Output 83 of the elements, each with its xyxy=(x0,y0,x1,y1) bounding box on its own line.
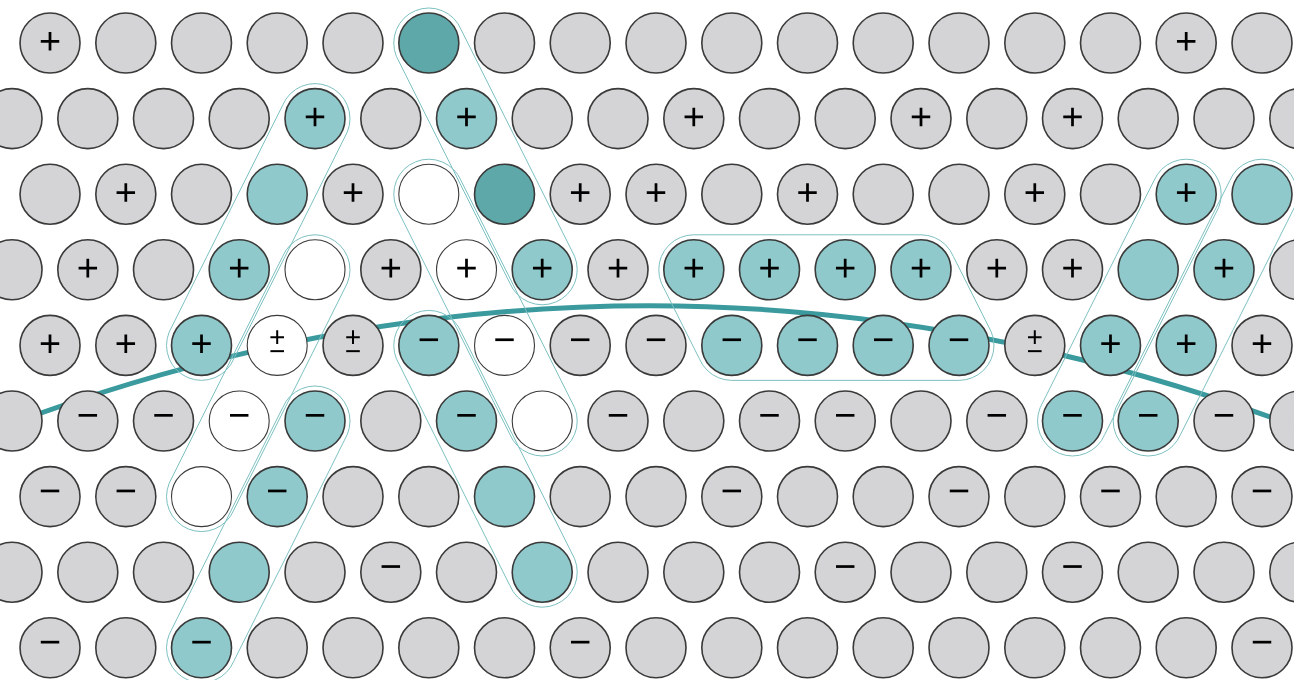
charge-circle xyxy=(1117,239,1179,301)
charge-circle xyxy=(852,12,914,74)
charge-circle xyxy=(473,617,536,679)
charge-circle xyxy=(208,87,270,150)
charge-circle xyxy=(738,87,801,150)
charge-circle xyxy=(398,465,460,528)
charge-circle xyxy=(398,12,460,74)
charge-circle xyxy=(246,617,308,679)
charge-circle xyxy=(1079,617,1142,679)
charge-circle xyxy=(170,12,233,74)
charge-circle xyxy=(852,465,914,528)
charge-circle xyxy=(57,541,119,603)
charge-circle xyxy=(1269,390,1294,452)
charge-circle xyxy=(928,617,990,679)
charge-circle xyxy=(1193,87,1255,150)
charge-circle xyxy=(1117,541,1179,603)
charge-circle xyxy=(360,390,422,452)
charge-circle xyxy=(587,87,649,150)
charge-circle xyxy=(776,617,839,679)
charge-circle xyxy=(701,12,763,74)
charge-circle xyxy=(890,541,952,603)
charge-circle xyxy=(928,163,990,225)
charge-circle xyxy=(776,465,839,528)
charge-circle xyxy=(473,12,536,74)
charge-circle xyxy=(738,541,801,603)
charge-circle xyxy=(1155,465,1217,528)
charge-circle xyxy=(511,541,573,603)
charge-circle xyxy=(1269,87,1294,150)
charge-circle xyxy=(776,12,839,74)
charge-circle xyxy=(1004,465,1066,528)
charge-circle xyxy=(19,163,81,225)
charge-circle xyxy=(398,617,460,679)
charge-circle xyxy=(511,87,573,150)
charge-circle xyxy=(284,239,346,301)
charge-circle xyxy=(398,163,460,225)
charge-circle xyxy=(966,87,1028,150)
charge-circle xyxy=(663,541,725,603)
charge-circle xyxy=(1269,541,1294,603)
charge-circle xyxy=(966,541,1028,603)
charge-circle xyxy=(246,163,308,225)
charge-circle xyxy=(511,390,573,452)
charge-circle xyxy=(1155,617,1217,679)
charge-circle xyxy=(1193,541,1255,603)
charge-circle xyxy=(284,541,346,603)
charge-circle xyxy=(57,87,119,150)
charge-circle xyxy=(95,12,157,74)
charge-circle xyxy=(625,12,687,74)
charge-circle xyxy=(1231,163,1293,225)
charge-circle xyxy=(170,466,233,528)
charge-circle xyxy=(95,617,157,679)
charge-circle xyxy=(852,163,914,225)
charge-circle xyxy=(435,541,498,603)
charge-circle xyxy=(246,12,308,74)
charge-circle xyxy=(1004,12,1066,74)
charge-circle xyxy=(322,465,384,528)
charge-circle xyxy=(852,617,914,679)
charge-circle xyxy=(663,390,725,452)
charge-circle xyxy=(1269,239,1294,301)
charge-circle xyxy=(208,541,270,603)
charge-circle xyxy=(625,465,687,528)
charge-circle xyxy=(701,617,763,679)
charge-circle xyxy=(132,239,195,301)
charge-circle xyxy=(132,87,195,150)
charge-circle xyxy=(473,163,536,225)
charge-circle xyxy=(625,617,687,679)
charge-circle xyxy=(587,541,649,603)
charge-circle xyxy=(890,390,952,452)
charge-circle xyxy=(473,465,536,528)
charge-circle xyxy=(928,12,990,74)
charge-circle xyxy=(170,163,233,225)
charge-circle xyxy=(549,465,611,528)
charge-circle xyxy=(1231,12,1293,74)
charge-circle xyxy=(701,163,763,225)
charge-circle xyxy=(1117,87,1179,150)
charge-circle xyxy=(814,87,876,150)
charge-circle xyxy=(360,87,422,150)
charge-circle xyxy=(549,12,611,74)
charge-circle xyxy=(1004,617,1066,679)
charge-circle xyxy=(322,12,384,74)
charge-circle xyxy=(1079,12,1142,74)
charge-circle xyxy=(132,541,195,603)
charge-circle xyxy=(322,617,384,679)
charge-circle xyxy=(1079,163,1142,225)
